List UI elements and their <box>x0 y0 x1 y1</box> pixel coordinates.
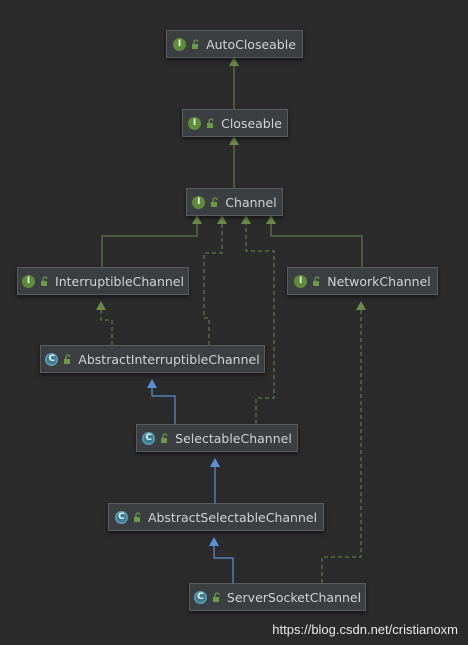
arrowhead <box>192 215 202 224</box>
node-serversocketchannel[interactable]: C ServerSocketChannel <box>189 583 366 611</box>
class-extends-edges <box>151 386 234 583</box>
lock-open-icon <box>192 39 199 49</box>
node-abstractinterruptiblechannel[interactable]: C AbstractInterruptibleChannel <box>40 345 265 373</box>
node-networkchannel[interactable]: I NetworkChannel <box>287 267 438 295</box>
edge-networkchannel-to-channel <box>270 222 363 267</box>
lock-open-icon <box>313 276 320 286</box>
node-label: Channel <box>225 194 277 210</box>
edge-abstractinterruptible-to-channel <box>203 222 223 345</box>
lock-open-icon <box>41 276 48 286</box>
abstract-class-icon: C <box>114 510 128 524</box>
node-label: InterruptibleChannel <box>55 273 184 289</box>
arrowhead <box>229 57 239 66</box>
interface-extends-edges <box>101 64 363 267</box>
edge-interruptiblechannel-to-channel <box>101 222 198 267</box>
node-abstractselectablechannel[interactable]: C AbstractSelectableChannel <box>108 503 324 531</box>
node-label: Closeable <box>221 115 282 131</box>
edge-selectable-to-channel <box>245 222 275 424</box>
arrowhead <box>209 537 219 546</box>
node-closeable[interactable]: I Closeable <box>182 109 288 137</box>
node-label: SelectableChannel <box>175 430 292 446</box>
lock-open-icon <box>211 197 218 207</box>
interface-icon: I <box>294 274 308 288</box>
arrowheads <box>96 57 366 546</box>
implements-edges <box>100 222 362 583</box>
arrowhead <box>356 301 366 310</box>
abstract-class-icon: C <box>142 431 156 445</box>
node-label: AbstractInterruptibleChannel <box>78 351 260 367</box>
arrowhead <box>217 215 227 224</box>
node-label: ServerSocketChannel <box>226 589 362 605</box>
arrowhead <box>241 215 251 224</box>
node-channel[interactable]: I Channel <box>186 188 283 216</box>
lock-open-icon <box>212 592 220 602</box>
interface-icon: I <box>22 274 36 288</box>
arrowhead <box>210 458 220 467</box>
node-selectablechannel[interactable]: C SelectableChannel <box>136 424 298 452</box>
arrowhead <box>266 215 276 224</box>
arrowhead <box>229 136 239 145</box>
edge-abstractinterruptible-to-interruptible <box>100 308 113 345</box>
lock-open-icon <box>207 118 214 128</box>
lock-open-icon <box>64 354 71 364</box>
arrowhead <box>96 301 106 310</box>
node-label: AutoCloseable <box>206 36 296 52</box>
lock-open-icon <box>133 512 141 522</box>
interface-icon: I <box>188 116 202 130</box>
node-label: AbstractSelectableChannel <box>147 509 318 525</box>
arrowhead <box>147 379 157 388</box>
watermark-url: https://blog.csdn.net/cristianoxm <box>272 622 458 637</box>
abstract-class-icon: C <box>45 352 59 366</box>
edge-selectable-to-abstractinterruptible <box>151 386 176 424</box>
interface-icon: I <box>173 37 187 51</box>
node-label: NetworkChannel <box>327 273 431 289</box>
lock-open-icon <box>161 433 168 443</box>
node-autocloseable[interactable]: I AutoCloseable <box>166 30 303 58</box>
node-interruptiblechannel[interactable]: I InterruptibleChannel <box>17 267 189 295</box>
abstract-class-icon: C <box>193 590 207 604</box>
edge-serversocket-to-abstractselectable <box>213 544 234 583</box>
interface-icon: I <box>192 195 206 209</box>
edge-serversocket-to-networkchannel <box>321 308 362 583</box>
